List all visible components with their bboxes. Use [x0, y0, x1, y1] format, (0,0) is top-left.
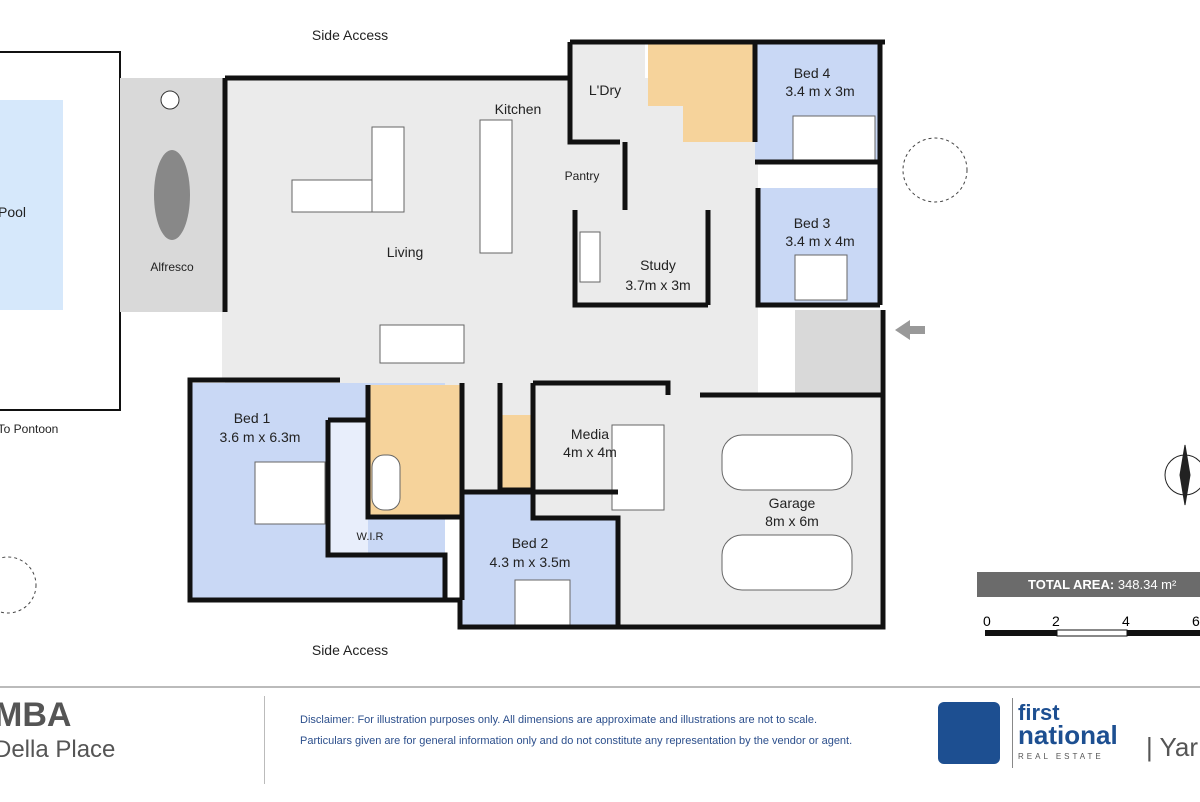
dining-table: [379, 324, 465, 364]
scale-bar: 0 2 4 6: [983, 613, 1200, 637]
bed2-bed: [514, 579, 571, 626]
bath-tub: [371, 454, 401, 511]
bed2-size: 4.3 m x 3.5m: [490, 554, 571, 570]
kitchen-label: Kitchen: [495, 101, 542, 117]
total-area-label: TOTAL AREA:: [1028, 577, 1115, 592]
alfresco-label: Alfresco: [150, 260, 194, 274]
outdoor-table: [154, 150, 190, 240]
address-line2: Della Place: [0, 736, 116, 763]
study-desk: [579, 231, 601, 283]
laundry-label: L'Dry: [589, 82, 621, 98]
scale-tick: 0: [983, 613, 991, 629]
palm-tree-icon: [902, 137, 968, 203]
bed3-name: Bed 3: [794, 215, 831, 231]
pool: [0, 100, 63, 310]
garage-size: 8m x 6m: [765, 513, 819, 529]
bed1-size: 3.6 m x 6.3m: [220, 429, 301, 445]
floor-plan: Side Access Side Access Pool To Pontoon …: [0, 27, 1200, 658]
bbq-icon: [160, 90, 180, 110]
bed4-size: 3.4 m x 3m: [785, 83, 854, 99]
study-name: Study: [640, 257, 676, 273]
address-line1: MBA: [0, 696, 72, 734]
media-name: Media: [571, 426, 609, 442]
office-name: | Yar: [1146, 732, 1199, 762]
powder-room: [500, 415, 533, 490]
scale-tick: 6: [1192, 613, 1200, 629]
first-national-logo-icon: [938, 702, 1000, 764]
living-label: Living: [387, 244, 424, 260]
car-2: [721, 534, 853, 591]
brand-name: first national REAL ESTATE: [1018, 702, 1118, 768]
bathroom: [683, 44, 755, 142]
kitchen-island: [479, 119, 513, 254]
total-area-banner: TOTAL AREA: 348.34 m²: [977, 572, 1200, 597]
disclaimer: Disclaimer: For illustration purposes on…: [300, 714, 853, 747]
bed4-name: Bed 4: [794, 65, 831, 81]
bed1-bed: [254, 461, 326, 525]
divider: [1012, 698, 1013, 768]
wir-room: [328, 420, 368, 555]
porch-right: [795, 310, 880, 395]
car-1: [721, 434, 853, 491]
bed1-name: Bed 1: [234, 410, 271, 426]
brand-first: first: [1018, 700, 1060, 725]
sofa-end: [371, 126, 405, 213]
garage-name: Garage: [769, 495, 816, 511]
scale-tick: 2: [1052, 613, 1060, 629]
scale-tick: 4: [1122, 613, 1130, 629]
media-sofa: [611, 424, 665, 511]
footer: MBA Della Place Disclaimer: For illustra…: [0, 686, 1200, 802]
wc-room: [648, 44, 683, 106]
bed4-bed: [792, 115, 876, 162]
pool-label: Pool: [0, 204, 26, 220]
brand-national: national: [1018, 720, 1118, 750]
to-pontoon-label: To Pontoon: [0, 422, 58, 436]
bed2-name: Bed 2: [512, 535, 549, 551]
laundry-room: [570, 44, 645, 142]
side-access-bottom-label: Side Access: [312, 642, 388, 658]
total-area-value: 348.34 m²: [1117, 577, 1177, 592]
pantry-label: Pantry: [565, 169, 600, 183]
walls: [187, 39, 886, 630]
study-size: 3.7m x 3m: [625, 277, 690, 293]
palm-tree-icon: [0, 556, 37, 614]
divider: [264, 696, 265, 784]
entry-arrow-icon: [895, 320, 925, 340]
brand-sub: REAL ESTATE: [1018, 752, 1104, 761]
media-size: 4m x 4m: [563, 444, 617, 460]
compass-icon: [1164, 444, 1200, 506]
bed3-size: 3.4 m x 4m: [785, 233, 854, 249]
wir-label: W.I.R: [357, 531, 384, 543]
bed3-bed: [794, 254, 848, 301]
entry-porch: [222, 312, 344, 382]
side-access-top-label: Side Access: [312, 27, 388, 43]
